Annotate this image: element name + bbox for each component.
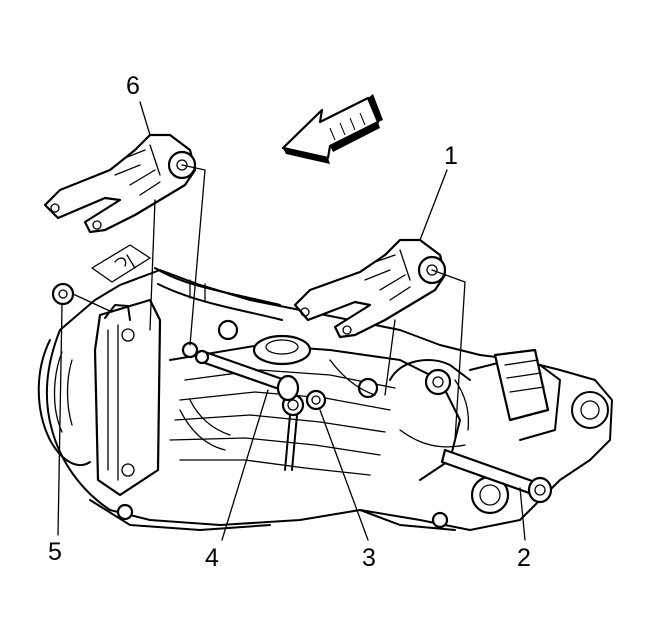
engine-assembly [37, 244, 613, 531]
callouts: 6 1 5 4 3 2 [48, 72, 531, 572]
callout-1: 1 [444, 142, 458, 170]
nut-3 [305, 389, 327, 411]
callout-2: 2 [517, 544, 531, 572]
mount-bracket-6 [43, 133, 197, 234]
callout-6: 6 [126, 72, 140, 100]
bolt-2 [440, 448, 553, 504]
bolt-4 [194, 349, 300, 402]
callout-4: 4 [205, 544, 219, 572]
mount-bracket-1 [293, 238, 447, 339]
callout-5: 5 [48, 538, 62, 566]
leader-lines [57, 101, 526, 541]
front-direction-arrow-icon [281, 94, 383, 164]
callout-3: 3 [362, 544, 376, 572]
nut-5 [51, 282, 75, 306]
